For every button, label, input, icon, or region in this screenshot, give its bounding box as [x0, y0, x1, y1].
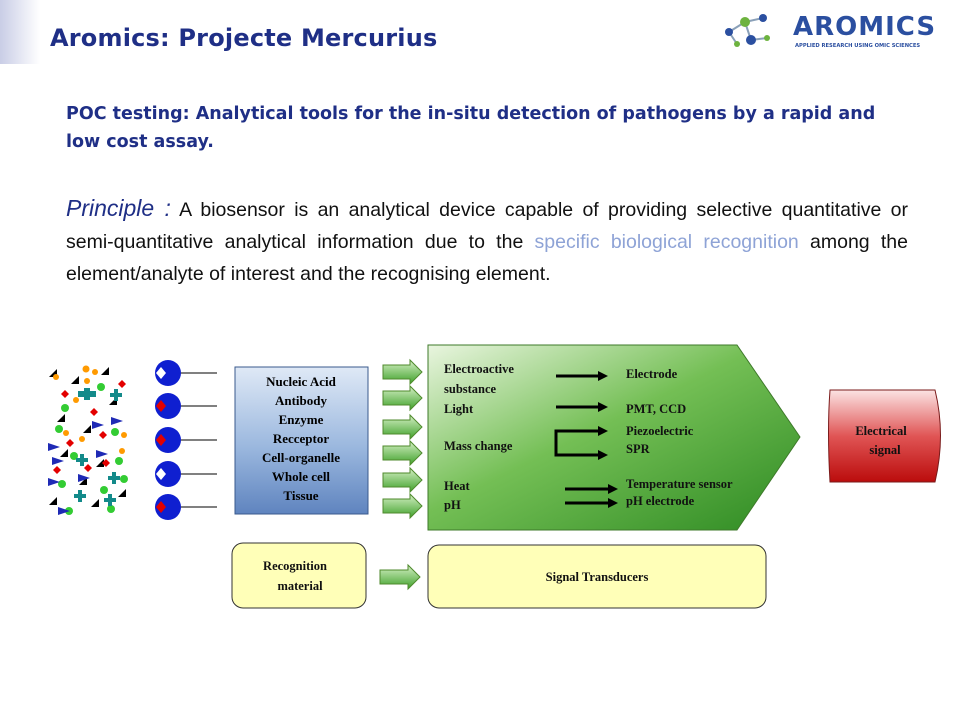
- signal-label: substance: [444, 382, 497, 396]
- recognition-material-label: material: [277, 579, 323, 593]
- transducer-label: PMT, CCD: [626, 402, 686, 416]
- principle-lead: Principle :: [66, 195, 171, 221]
- biosensor-diagram: Nucleic Acid Antibody Enzyme Recceptor C…: [48, 344, 941, 609]
- principle-text-1: A biosensor is an analytical device capa…: [66, 199, 909, 253]
- principle-text-2: among the element/analyte of interest an…: [66, 231, 908, 285]
- transducer-label: Temperature sensor: [626, 477, 733, 491]
- flow-arrow: [382, 492, 423, 520]
- molecule-icon: [725, 14, 770, 47]
- recognition-element: Nucleic Acid: [266, 374, 336, 389]
- receptor-probe: [155, 393, 217, 419]
- recognition-elements-box: [234, 366, 369, 515]
- output-label: Electrical: [855, 424, 907, 438]
- recognition-material-box: [231, 542, 367, 609]
- recognition-element: Enzyme: [279, 412, 324, 427]
- signal-label: Electroactive: [444, 362, 514, 376]
- logo-tagline: APPLIED RESEARCH USING OMIC SCIENCES: [795, 43, 920, 49]
- transducer-label: pH electrode: [626, 494, 695, 508]
- poc-heading: POC testing: Analytical tools for the in…: [66, 104, 876, 152]
- receptor-probe: [155, 427, 217, 453]
- signal-transducers-label: Signal Transducers: [546, 570, 649, 584]
- flow-arrow: [382, 384, 423, 412]
- flow-arrow: [382, 466, 423, 494]
- signal-flow-arrows: [382, 358, 423, 520]
- transducer-label: Piezoelectric: [626, 424, 694, 438]
- recognition-element: Cell-organelle: [262, 450, 340, 465]
- signal-transducers-box: [427, 544, 767, 609]
- flow-arrow: [382, 358, 423, 386]
- principle-paragraph: Principle : A biosensor is an analytical…: [66, 192, 908, 290]
- recognition-element: Recceptor: [273, 431, 330, 446]
- transduction-panel: [427, 344, 801, 531]
- flow-arrow: [382, 439, 423, 467]
- principle-highlight: specific biological recognition: [534, 231, 799, 253]
- analyte-mixture: [48, 365, 128, 515]
- signal-label: pH: [444, 498, 461, 512]
- receptor-probe: [155, 494, 217, 520]
- recognition-element: Antibody: [275, 393, 328, 408]
- transducer-arrows: [554, 371, 618, 508]
- logo-wordmark: AROMICS: [793, 12, 936, 42]
- flow-arrow: [382, 413, 423, 441]
- flow-arrow: [379, 563, 421, 591]
- transducer-label: SPR: [626, 442, 651, 456]
- recognition-element: Whole cell: [272, 469, 331, 484]
- output-label: signal: [869, 443, 901, 457]
- electrical-signal-output: Electrical signal: [828, 389, 941, 483]
- signal-label: Mass change: [444, 439, 513, 453]
- signal-label: Light: [444, 402, 474, 416]
- aromics-logo: AROMICS APPLIED RESEARCH USING OMIC SCIE…: [715, 8, 950, 52]
- receptor-probe: [155, 461, 217, 487]
- corner-accent: [0, 0, 40, 64]
- signal-label: Heat: [444, 479, 471, 493]
- recognition-material-label: Recognition: [263, 559, 327, 573]
- page-title: Aromics: Projecte Mercurius: [50, 24, 438, 52]
- recognition-element: Tissue: [283, 488, 318, 503]
- transducer-label: Electrode: [626, 367, 678, 381]
- receptor-probe: [155, 360, 217, 386]
- receptor-probes: [155, 360, 217, 520]
